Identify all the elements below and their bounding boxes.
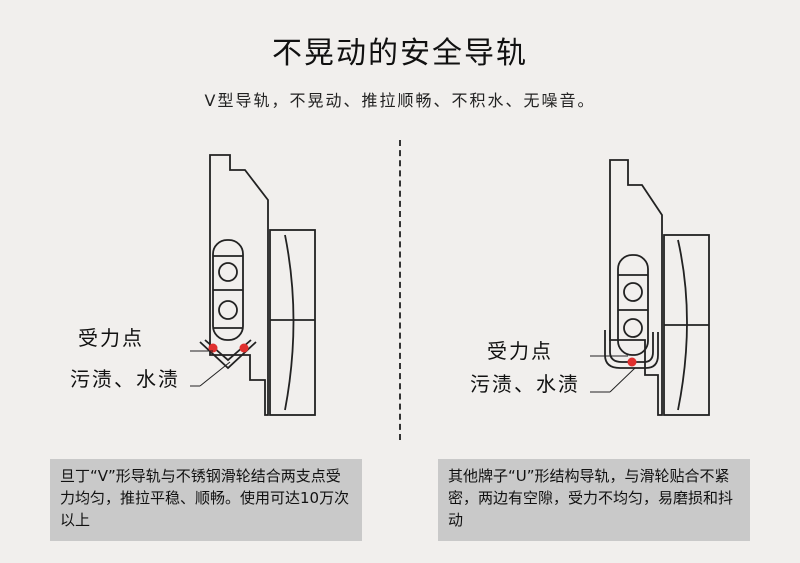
v-rail-diagram: [190, 154, 316, 416]
page-title: 不晃动的安全导轨: [272, 36, 528, 71]
u-rail-frame: [609, 159, 663, 416]
handle-outer: [269, 229, 316, 416]
left-stain-label: 污渍、水渍: [70, 367, 180, 391]
roller-top-right: [623, 282, 643, 302]
force-point-right: [239, 343, 249, 353]
right-force-label: 受力点: [487, 339, 553, 363]
handle-inner-right: [677, 239, 688, 411]
handle-inner: [284, 234, 295, 411]
page-subtitle: V型导轨，不晃动、推拉顺畅、不积水、无噪音。: [204, 91, 596, 110]
u-rail-diagram: [590, 159, 710, 416]
left-caption-box: 旦丁“V”形导轨与不锈钢滑轮结合两支点受力均匀，推拉平稳、顺畅。使用可达10万次…: [50, 459, 362, 541]
left-force-label: 受力点: [78, 326, 144, 350]
roller-top: [218, 262, 238, 282]
right-caption-box: 其他牌子“U”形结构导轨，与滑轮贴合不紧密，两边有空隙，受力不均匀，易磨损和抖动: [438, 459, 750, 541]
roller-housing-right: [617, 254, 649, 356]
force-point-left: [208, 343, 218, 353]
dashed-divider: [399, 140, 401, 440]
right-stain-label: 污渍、水渍: [470, 372, 580, 396]
v-rail-frame: [209, 154, 269, 416]
roller-bottom-right: [623, 318, 643, 338]
roller-bottom: [218, 300, 238, 320]
force-point-bottom: [627, 357, 637, 367]
